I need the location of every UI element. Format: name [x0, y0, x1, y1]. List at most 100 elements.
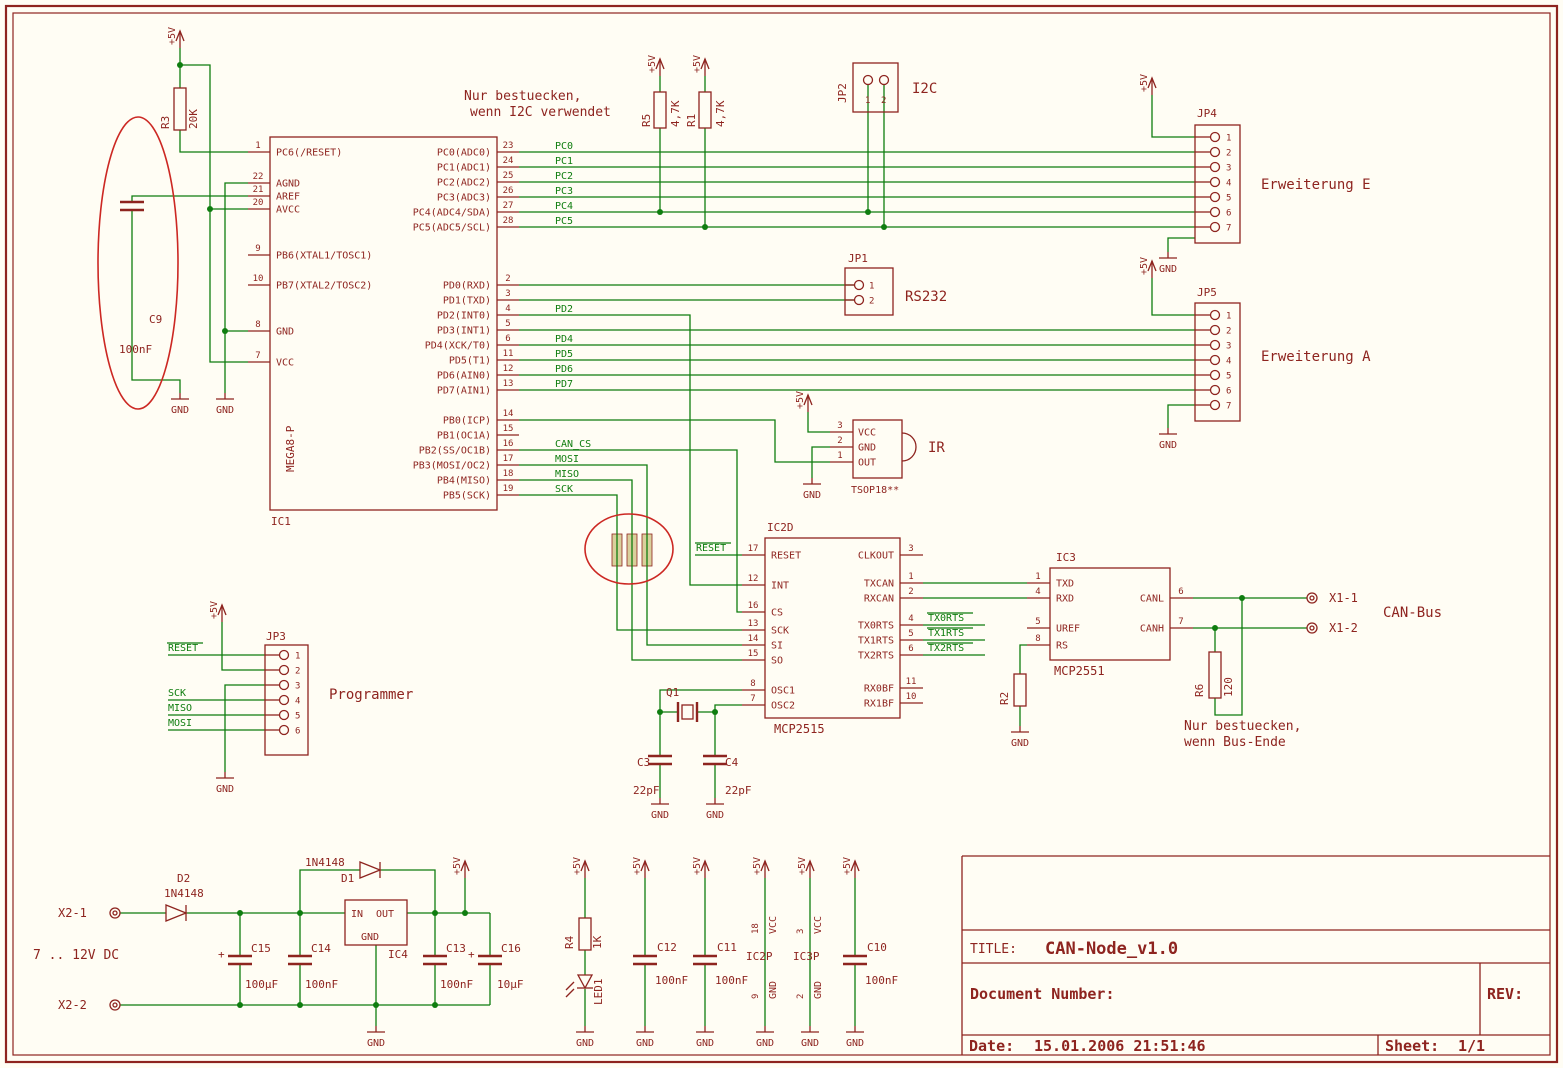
drawing-shape: [278, 724, 290, 736]
capacitor-labels: C9 100nF C3 22pF C4 22pF C15 100µF + C14…: [119, 313, 898, 991]
note-i2c-line1: Nur bestuecken,: [464, 89, 581, 104]
dc-input-label: 7 .. 12V DC: [33, 948, 119, 963]
drawing-shape: [1309, 625, 1315, 631]
ic3p-vcc-num: 3: [796, 929, 806, 934]
text-label: 1: [255, 141, 260, 151]
drawing-shape: [844, 267, 894, 316]
note-bus-line2: wenn Bus-Ende: [1184, 735, 1286, 750]
text-label: 1: [869, 282, 874, 292]
text-label: 27: [503, 201, 514, 211]
c15-plus: +: [218, 948, 225, 961]
text-label: 14: [503, 409, 514, 419]
text-label: RXD: [1056, 594, 1074, 605]
drawing-shape: [657, 709, 663, 715]
text-label: +5V: [1139, 74, 1150, 92]
text-label: +5V: [452, 857, 463, 875]
text-label: 7: [1226, 402, 1231, 412]
text-label: PD7(AIN1): [437, 386, 491, 397]
text-label: 4: [908, 614, 913, 624]
drawing-shape: [811, 446, 830, 478]
text-label: GND: [1011, 738, 1029, 749]
text-label: 1: [1226, 134, 1231, 144]
ic2p-ref: IC2P: [746, 950, 773, 963]
annotation-ellipse-jumpers: [584, 513, 674, 585]
text-label: RESET: [771, 551, 801, 562]
text-label: 6: [1178, 587, 1183, 597]
rev-label: REV:: [1487, 985, 1523, 1003]
text-label: 1: [1226, 312, 1231, 322]
schematic-title: CAN-Node_v1.0: [1045, 939, 1178, 959]
text-label: +5V: [209, 601, 220, 619]
ic3p-gnd-num: 2: [796, 994, 806, 999]
drawing-shape: [653, 91, 667, 129]
drawing-shape: [278, 649, 290, 661]
drawing-shape: [1209, 131, 1221, 143]
text-label: PC6(/RESET): [276, 148, 342, 159]
drawing-shape: [1208, 651, 1222, 699]
text-label: +5V: [795, 391, 806, 409]
text-label: 3: [837, 421, 842, 431]
ir-type: TSOP18**: [851, 485, 899, 496]
text-label: +5V: [842, 857, 853, 875]
r1-value: 4,7K: [714, 100, 727, 127]
drawing-shape: [1194, 124, 1241, 244]
jp5-label: Erweiterung A: [1261, 349, 1371, 365]
text-label: 21: [253, 185, 264, 195]
text-label: 5: [505, 319, 510, 329]
drawing-shape: [1013, 673, 1027, 707]
c3-value: 22pF: [633, 784, 660, 797]
drawing-shape: [1209, 206, 1221, 218]
text-label: 15: [748, 649, 759, 659]
text-label: 20: [253, 198, 264, 208]
c9-ref: C9: [149, 313, 162, 326]
text-label: 4: [1226, 357, 1231, 367]
text-label: 5: [908, 629, 913, 639]
text-label: GND: [706, 810, 724, 821]
power-input-section: X2-1 X2-2 7 .. 12V DC D2 1N4148 1N4148 D…: [33, 856, 408, 1012]
d1-diode-symbol: [359, 861, 382, 879]
text-label: 1: [837, 451, 842, 461]
text-label: GND: [858, 443, 876, 454]
text-label: GND: [803, 490, 821, 501]
text-label: 11: [503, 349, 514, 359]
drawing-shape: [852, 62, 899, 113]
c10-value: 100nF: [865, 974, 898, 987]
drawing-shape: [1209, 384, 1221, 396]
text-label: PB7(XTAL2/TOSC2): [276, 281, 372, 292]
c16-value: 10µF: [497, 978, 524, 991]
text-label: GND: [651, 810, 669, 821]
text-label: +5V: [797, 857, 808, 875]
resistors: R3 20K R5 4,7K R1 4,7K R2 R6 120 R4 1K: [159, 87, 1235, 951]
date-value: 15.01.2006 21:51:46: [1034, 1037, 1206, 1055]
x2-1-label: X2-1: [58, 906, 87, 920]
text-label: PB4(MISO): [437, 476, 491, 487]
drawing-shape: [712, 709, 718, 715]
text-label: SCK: [555, 484, 573, 495]
r4-value: 1K: [591, 935, 604, 949]
text-label: SCK: [771, 626, 789, 637]
drawing-shape: [1209, 324, 1221, 336]
drawing-shape: [803, 393, 813, 406]
drawing-shape: [519, 479, 742, 661]
text-label: TX2RTS: [928, 643, 964, 654]
drawing-shape: [853, 294, 865, 306]
ic2p-gnd: GND: [768, 981, 779, 999]
capacitor-plates: [120, 200, 867, 966]
text-label: SI: [771, 641, 783, 652]
text-label: TX1RTS: [928, 628, 964, 639]
ic4-regulator-body: [344, 899, 408, 946]
drawing-shape: [224, 684, 265, 772]
drawing-shape: [565, 988, 575, 998]
c12-value: 100nF: [655, 974, 688, 987]
drawing-shape: [1209, 146, 1221, 158]
ic3p-gnd: GND: [813, 981, 824, 999]
text-label: OUT: [858, 458, 876, 469]
text-label: 26: [503, 186, 514, 196]
jp3-net-reset: RESET: [168, 643, 198, 654]
text-label: MISO: [555, 469, 579, 480]
text-label: +5V: [647, 55, 658, 73]
drawing-shape: [850, 859, 860, 872]
c15-value: 100µF: [245, 978, 278, 991]
